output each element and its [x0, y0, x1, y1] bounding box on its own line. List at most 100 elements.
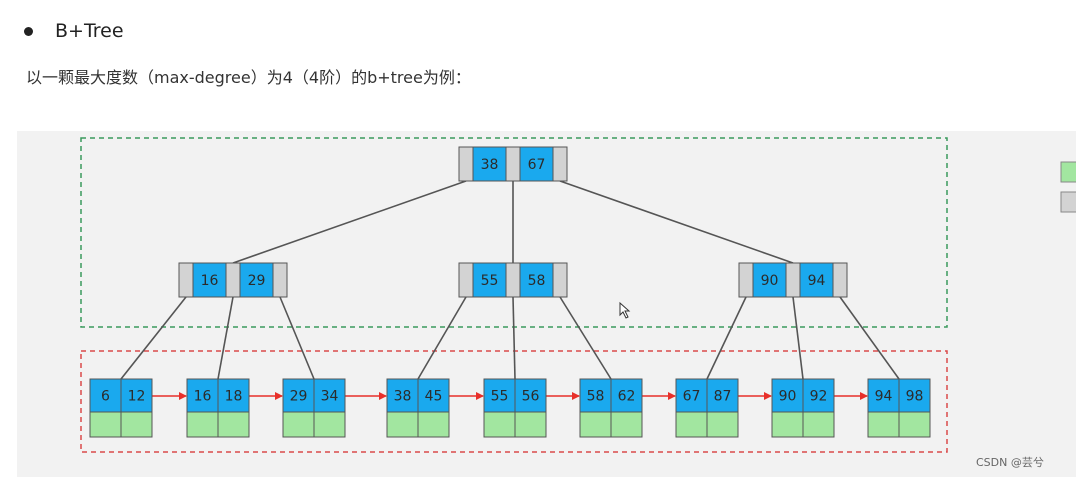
key-label: 34 — [321, 389, 339, 405]
key-label: 94 — [875, 389, 893, 405]
data-cell — [771, 411, 804, 438]
data-cell — [706, 411, 739, 438]
pointer-cell — [178, 262, 194, 298]
key-cell — [282, 378, 315, 413]
key-cell — [519, 262, 554, 298]
key-cell — [898, 378, 931, 413]
key-label: 62 — [618, 389, 636, 405]
pointer-cell — [832, 262, 848, 298]
data-cell — [417, 411, 450, 438]
data-cell — [675, 411, 708, 438]
tree-edge — [559, 180, 794, 264]
pointer-cell — [458, 262, 474, 298]
key-label: 6 — [101, 389, 110, 405]
key-label: 58 — [528, 273, 546, 289]
tree-edge — [706, 296, 747, 380]
key-label: 90 — [779, 389, 797, 405]
data-cell — [867, 411, 900, 438]
watermark: CSDN @芸兮 — [976, 455, 1044, 469]
data-cell — [610, 411, 643, 438]
key-cell — [313, 378, 346, 413]
tree-edge — [417, 296, 467, 380]
key-cell — [483, 378, 516, 413]
key-cell — [417, 378, 450, 413]
section-heading: B+Tree — [24, 20, 124, 42]
key-label: 94 — [808, 273, 826, 289]
key-label: 90 — [761, 273, 779, 289]
tree-edge — [512, 296, 516, 380]
data-cell — [186, 411, 219, 438]
key-label: 38 — [394, 389, 412, 405]
key-label: 29 — [248, 273, 266, 289]
key-label: 55 — [491, 389, 509, 405]
data-cell — [89, 411, 122, 438]
data-cell — [282, 411, 315, 438]
key-cell — [192, 262, 227, 298]
pointer-cell — [785, 262, 801, 298]
leaf-node: 6 12 — [89, 378, 153, 438]
key-cell — [771, 378, 804, 413]
key-label: 58 — [587, 389, 605, 405]
key-cell — [120, 378, 153, 413]
key-label: 12 — [128, 389, 146, 405]
tree-edge — [279, 296, 315, 380]
leaf-node: 55 56 — [483, 378, 547, 438]
key-cell — [799, 262, 834, 298]
key-label: 67 — [528, 157, 546, 173]
pointer-cell — [552, 262, 568, 298]
tree-edge — [232, 180, 467, 264]
cursor-icon — [619, 301, 631, 319]
key-cell — [519, 146, 554, 182]
key-cell — [579, 378, 612, 413]
key-cell — [239, 262, 274, 298]
pointer-cell — [458, 146, 474, 182]
key-label: 16 — [201, 273, 219, 289]
key-cell — [514, 378, 547, 413]
leaf-node: 29 34 — [282, 378, 346, 438]
key-cell — [386, 378, 419, 413]
data-cell — [579, 411, 612, 438]
key-label: 18 — [225, 389, 243, 405]
key-cell — [472, 146, 507, 182]
tree-edge — [839, 296, 900, 380]
pointer-cell — [738, 262, 754, 298]
bullet-icon — [24, 26, 33, 36]
tree-edge — [120, 296, 187, 380]
key-label: 92 — [810, 389, 828, 405]
key-label: 87 — [714, 389, 732, 405]
key-cell — [867, 378, 900, 413]
root-node: 38 67 — [458, 146, 568, 182]
data-cell — [386, 411, 419, 438]
key-label: 38 — [481, 157, 499, 173]
leaf-node: 90 92 — [771, 378, 835, 438]
key-cell — [610, 378, 643, 413]
legend-data-swatch — [1060, 161, 1076, 183]
pointer-cell — [272, 262, 288, 298]
pointer-cell — [505, 146, 521, 182]
data-cell — [802, 411, 835, 438]
tree-edge — [792, 296, 804, 380]
key-label: 98 — [906, 389, 924, 405]
data-cell — [514, 411, 547, 438]
key-label: 45 — [425, 389, 443, 405]
key-label: 56 — [522, 389, 540, 405]
data-cell — [313, 411, 346, 438]
key-label: 29 — [290, 389, 308, 405]
key-cell — [217, 378, 250, 413]
key-cell — [706, 378, 739, 413]
data-cell — [217, 411, 250, 438]
data-cell — [120, 411, 153, 438]
subtitle: 以一颗最大度数（max-degree）为4（4阶）的b+tree为例： — [26, 68, 471, 87]
leaf-node: 38 45 — [386, 378, 450, 438]
tree-edge — [559, 296, 612, 380]
key-cell — [472, 262, 507, 298]
heading-text: B+Tree — [55, 20, 124, 42]
internal-node: 90 94 — [738, 262, 848, 298]
data-cell — [483, 411, 516, 438]
pointer-cell — [225, 262, 241, 298]
